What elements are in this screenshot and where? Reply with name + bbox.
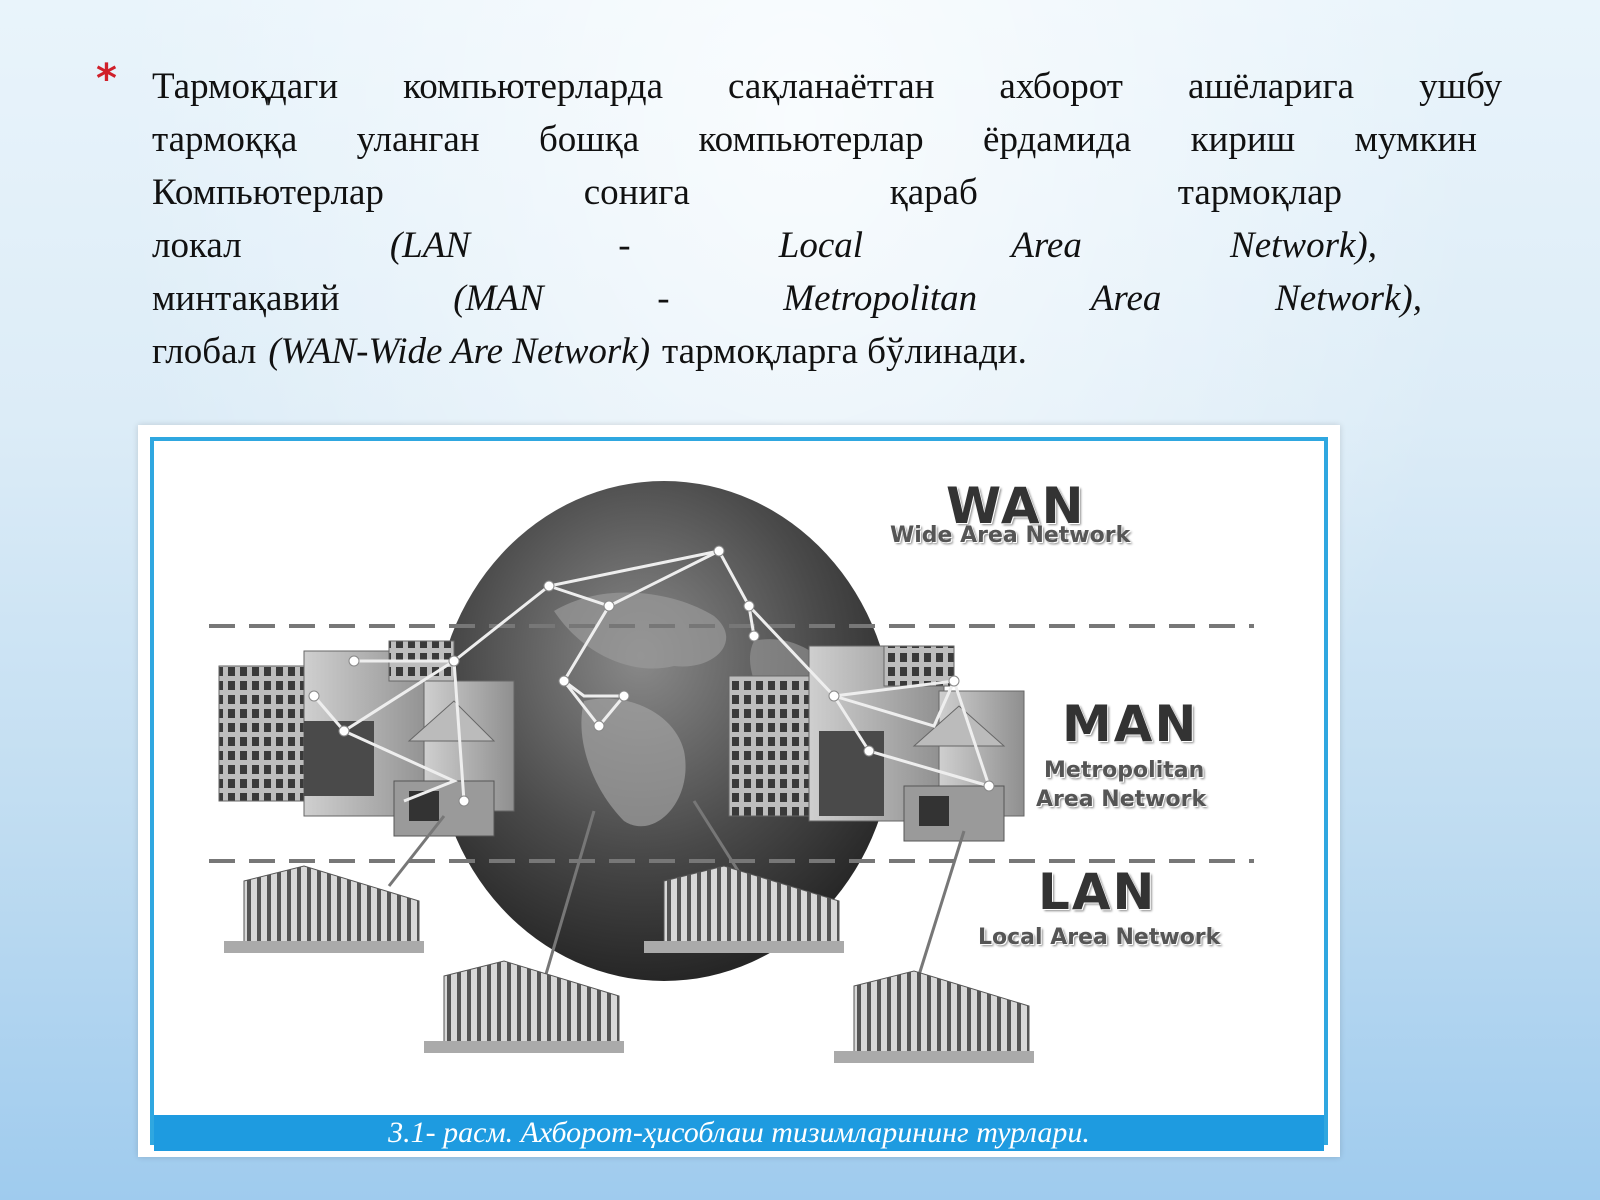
building-window — [409, 791, 439, 821]
right-building-cluster — [728, 645, 1025, 842]
text-line-4: локал (LAN - Local Area Network), — [152, 219, 1377, 272]
lan-building-2 — [424, 960, 624, 1053]
figure-caption: 3.1- расм. Ахборот-ҳисоблаш тизимларинин… — [154, 1115, 1324, 1151]
word: уланган — [356, 119, 480, 160]
continent-shape — [581, 698, 686, 827]
text-line-6: глобал (WAN-Wide Are Network) тармоқларг… — [152, 325, 1502, 378]
building — [883, 645, 955, 687]
word: - — [618, 225, 631, 266]
man-subtitle-1: Metropolitan — [1044, 758, 1205, 783]
network-nodes — [308, 545, 995, 807]
word: ахборот — [999, 66, 1123, 107]
left-building-cluster — [218, 640, 515, 837]
lan-building-1 — [224, 865, 424, 953]
word: тармоқлар — [1177, 172, 1342, 213]
lan-building-3 — [644, 865, 844, 953]
text-line-1: Тармоқдаги компьютерларда сақланаётган а… — [152, 60, 1502, 113]
man-title: MAN — [1062, 695, 1199, 753]
wan-title: WAN — [946, 477, 1086, 535]
building — [819, 731, 884, 816]
lan-subtitle: Local Area Network — [978, 925, 1221, 950]
lan-title: LAN — [1038, 863, 1157, 921]
building — [218, 665, 315, 802]
word: Metropolitan — [783, 278, 978, 319]
word: кириш — [1190, 119, 1296, 160]
man-subtitle-2: Area Network — [1036, 787, 1207, 812]
word: сақланаётган — [728, 66, 935, 107]
word: қараб — [889, 172, 978, 213]
word: Area — [1011, 225, 1082, 266]
word: Area — [1090, 278, 1162, 319]
slide-text: Тармоқдаги компьютерларда сақланаётган а… — [152, 60, 1502, 378]
building — [728, 675, 815, 817]
word: мумкин — [1354, 119, 1477, 160]
word: локал — [152, 225, 242, 266]
word: Network), — [1230, 225, 1377, 266]
wan-subtitle: Wide Area Network — [890, 523, 1131, 548]
word: тармоққа — [152, 119, 298, 160]
word: - — [657, 278, 670, 319]
network-types-figure: WAN Wide Area Network MAN Metropolitan A… — [138, 425, 1340, 1157]
lan-building-4 — [834, 970, 1034, 1063]
text-line-2: тармоққа уланган бошқа компьютерлар ёрда… — [152, 113, 1477, 166]
word: ёрдамида — [983, 119, 1132, 160]
word: бошқа — [538, 119, 640, 160]
bullet-star-icon: * — [96, 56, 117, 102]
word: (WAN-Wide Are Network) — [268, 331, 651, 372]
word: минтақавий — [152, 278, 340, 319]
building-window — [919, 796, 949, 826]
building — [304, 721, 374, 796]
word: Компьютерлар — [152, 172, 384, 213]
word: тармоқларга бўлинади. — [662, 331, 1027, 372]
word: ушбу — [1419, 66, 1502, 107]
text-line-5: минтақавий (MAN - Metropolitan Area Netw… — [152, 272, 1422, 325]
word: глобал — [152, 331, 257, 372]
word: Тармоқдаги — [152, 66, 339, 107]
network-diagram — [209, 481, 1254, 1063]
building-roof — [407, 700, 496, 742]
word: компьютерлар — [698, 119, 924, 160]
continent-shape — [554, 592, 727, 669]
word: компьютерларда — [403, 66, 664, 107]
text-line-3: Компьютерлар сонига қараб тармоқлар — [152, 166, 1342, 219]
word: ашёларига — [1187, 66, 1355, 107]
word: Network), — [1275, 278, 1422, 319]
word: сонига — [583, 172, 690, 213]
word: (LAN — [389, 225, 470, 266]
word: (MAN — [453, 278, 544, 319]
building-roof — [912, 705, 1006, 747]
word: Local — [778, 225, 864, 266]
